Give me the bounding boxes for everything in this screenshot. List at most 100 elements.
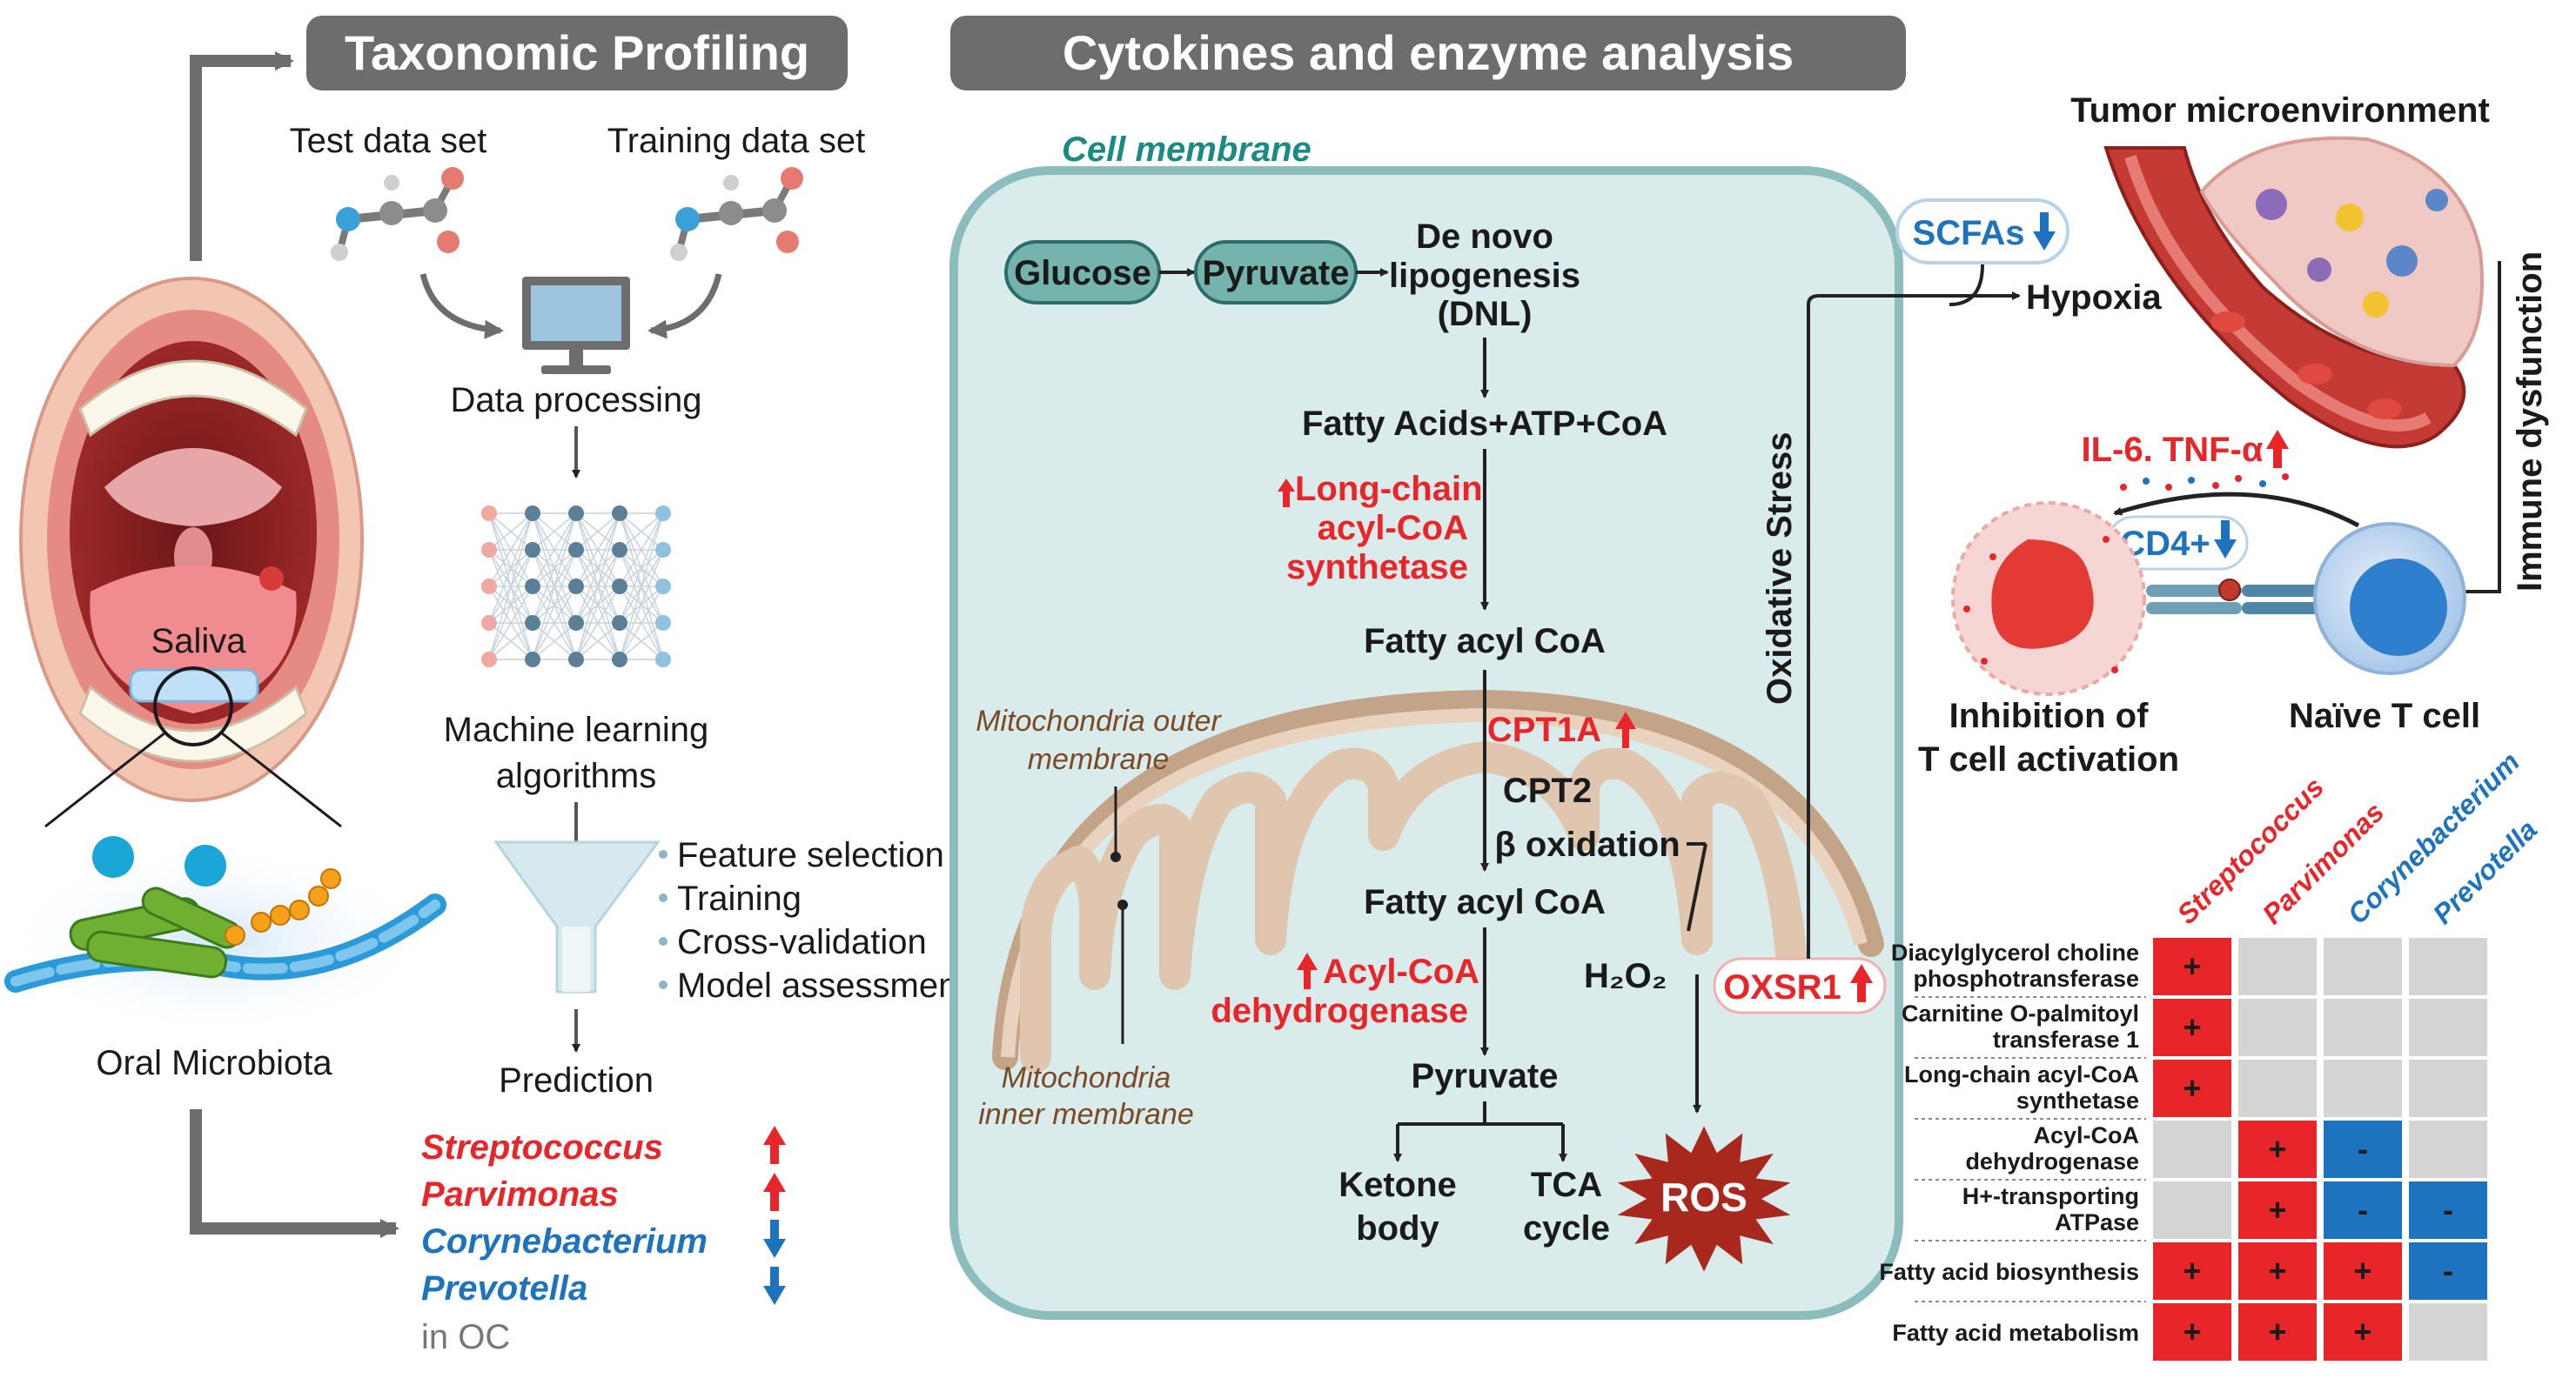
heatmap-row-label: Fatty acid metabolism xyxy=(1892,1320,2139,1346)
up-arrow-icon xyxy=(763,1126,786,1164)
dnl-line1: De novo xyxy=(1416,218,1553,256)
heatmap-cell xyxy=(2409,1242,2487,1300)
heatmap-cell-sign: + xyxy=(2183,1070,2201,1106)
heatmap-cell xyxy=(2409,1060,2487,1117)
naive-t-cell xyxy=(2313,522,2466,675)
up-arrow-icon xyxy=(2266,430,2289,468)
acad-line2: dehydrogenase xyxy=(1211,992,1468,1030)
cytokine-dots xyxy=(2120,473,2289,491)
tcr-receptor xyxy=(2146,579,2329,614)
naive-t-cell-label: Naïve T cell xyxy=(2289,697,2480,735)
heatmap-cell-sign: + xyxy=(2268,1253,2286,1288)
prediction-label: Prediction xyxy=(499,1061,654,1100)
scfas-label: SCFAs xyxy=(1913,214,2025,252)
nn-node xyxy=(568,615,584,631)
nn-node xyxy=(612,652,627,667)
acad-line1: Acyl-CoA xyxy=(1323,953,1479,991)
heatmap-cell xyxy=(2409,1181,2487,1239)
oral-microbiota-label: Oral Microbiota xyxy=(96,1044,332,1082)
predicted-taxa: StreptococcusParvimonasCorynebacteriumPr… xyxy=(421,1126,786,1308)
heatmap-cell xyxy=(2324,999,2402,1056)
cytokines-label: IL-6. TNF-α xyxy=(2081,431,2263,469)
nn-node xyxy=(568,542,584,558)
heatmap-row-label: Diacylglycerol choline xyxy=(1891,940,2139,966)
heatmap-cell-sign: + xyxy=(2183,948,2201,984)
nn-node xyxy=(612,615,627,631)
heatmap-cell xyxy=(2238,938,2317,995)
header-cytokines: Cytokines and enzyme analysis xyxy=(950,16,1906,90)
nn-node xyxy=(481,542,497,558)
heatmap-cell xyxy=(2324,1303,2402,1361)
in-oc-label: in OC xyxy=(421,1318,510,1356)
oxsr1-label: OXSR1 xyxy=(1723,968,1841,1007)
mito-inner-line1: Mitochondria xyxy=(1002,1061,1171,1094)
tca-line2: cycle xyxy=(1523,1209,1610,1248)
nn-node xyxy=(525,615,540,631)
nn-node xyxy=(525,579,540,594)
header-taxonomic: Taxonomic Profiling xyxy=(306,16,848,90)
heatmap-cell-sign: - xyxy=(2358,1192,2368,1228)
step-label: Training xyxy=(677,880,802,918)
heatmap-cell xyxy=(2238,999,2317,1056)
up-arrow-icon xyxy=(1297,953,1318,989)
taxon-label: Parvimonas xyxy=(421,1175,619,1214)
nn-node xyxy=(655,615,671,631)
heatmap-row-label: ATPase xyxy=(2055,1209,2139,1235)
heatmap-cell xyxy=(2324,938,2402,995)
heatmap-cell xyxy=(2324,1242,2402,1300)
training-set-label: Training data set xyxy=(607,122,865,160)
test-set-label: Test data set xyxy=(290,122,487,160)
nn-node xyxy=(568,579,584,594)
header-cytokines-label: Cytokines and enzyme analysis xyxy=(1063,25,1794,80)
molecule-icon xyxy=(331,167,464,261)
heatmap-cell-sign: + xyxy=(2183,1314,2201,1349)
tumor-illustration xyxy=(2103,136,2484,449)
heatmap-cell-sign: + xyxy=(2268,1314,2286,1349)
heatmap-cell xyxy=(2153,938,2231,995)
heatmap-cell xyxy=(2324,1060,2402,1117)
heatmap-cell-sign: - xyxy=(2358,1131,2368,1167)
molecule-icon xyxy=(670,167,803,261)
oxidative-stress-label: Oxidative Stress xyxy=(1761,432,1799,706)
step-label: Feature selection xyxy=(677,836,944,874)
tca-line1: TCA xyxy=(1531,1166,1602,1204)
scfas-badge: SCFAs xyxy=(1895,198,2070,264)
saliva-label: Saliva xyxy=(151,622,247,660)
lcacs-line1: Long-chain xyxy=(1295,470,1483,508)
nn-node xyxy=(568,505,584,521)
enzyme-heatmap: StreptococcusParvimonasCorynebacteriumPr… xyxy=(1879,746,2543,1361)
heatmap-cell xyxy=(2238,1060,2317,1117)
arrow-to-profiling xyxy=(190,51,294,261)
heatmap-cell-sign: - xyxy=(2443,1192,2453,1228)
heatmap-cell-sign: + xyxy=(2183,1009,2201,1045)
nn-node xyxy=(481,652,497,667)
mito-outer-line1: Mitochondria outer xyxy=(976,705,1222,738)
tumor-title: Tumor microenvironment xyxy=(2070,91,2490,130)
nn-node xyxy=(481,505,497,521)
pyruvate-bottom-label: Pyruvate xyxy=(1412,1057,1559,1095)
cell-membrane xyxy=(949,166,1903,1320)
nn-node xyxy=(525,542,540,558)
fatty-acyl-coa-1-label: Fatty acyl CoA xyxy=(1364,622,1606,660)
heatmap-cell xyxy=(2238,1181,2317,1239)
cell-membrane-label: Cell membrane xyxy=(1062,130,1311,169)
down-arrow-icon xyxy=(2033,212,2056,251)
computer-icon xyxy=(522,277,630,374)
heatmap-cell-sign: - xyxy=(2443,1253,2453,1288)
up-arrow-icon xyxy=(1850,964,1873,1002)
pyruvate-top-label: Pyruvate xyxy=(1203,254,1350,292)
nn-node xyxy=(655,652,671,667)
heatmap-cell-sign: + xyxy=(2183,1253,2201,1288)
cpt2-label: CPT2 xyxy=(1503,772,1592,810)
heatmap-cell xyxy=(2324,1181,2402,1239)
heatmap-cell xyxy=(2153,1181,2231,1239)
header-taxonomic-label: Taxonomic Profiling xyxy=(345,25,809,80)
oxsr1-badge: OXSR1 xyxy=(1713,957,1887,1014)
fatty-acids-label: Fatty Acids+ATP+CoA xyxy=(1302,405,1667,443)
heatmap-cell xyxy=(2153,1242,2231,1300)
up-arrow-icon xyxy=(1278,478,1295,507)
heatmap-row-label: Acyl-CoA xyxy=(2033,1122,2139,1148)
heatmap-cell-sign: + xyxy=(2353,1314,2371,1349)
nn-node xyxy=(612,505,627,521)
ml-label-line2: algorithms xyxy=(496,757,657,795)
